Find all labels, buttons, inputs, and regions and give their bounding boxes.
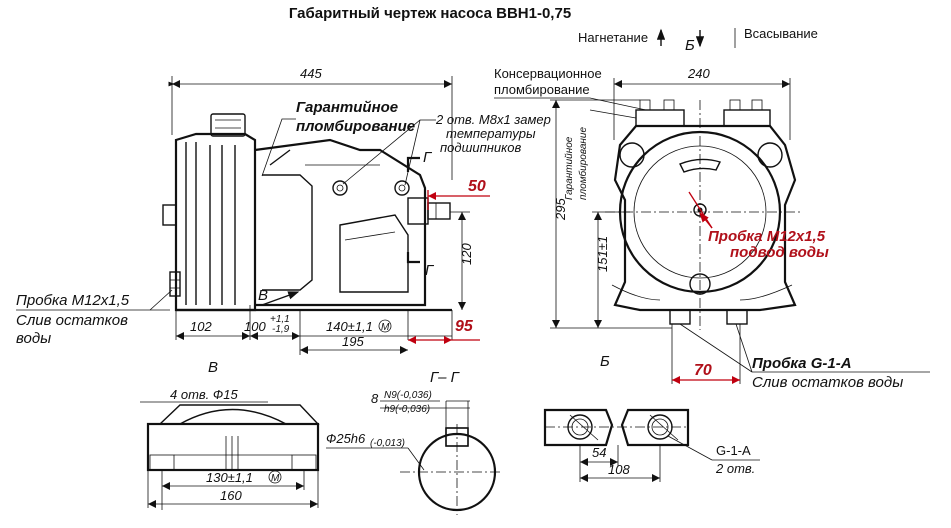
- dim-100-lower-tol: -1,9: [272, 324, 290, 335]
- holes-note-line1: 2 отв. М8х1 замер: [435, 112, 551, 127]
- dim-102: 102: [190, 319, 212, 334]
- holes-note-line2: температуры: [446, 126, 536, 141]
- shaft-dim: Ф25h6: [326, 431, 366, 446]
- view-b-label: Б: [600, 353, 610, 370]
- warranty-seal-line1: Гарантийное: [296, 99, 398, 116]
- dim-130: 130±1,1: [206, 470, 253, 485]
- conservation-seal-line1: Консервационное: [494, 66, 602, 81]
- view-v-holes: 4 отв. Ф15: [170, 387, 238, 402]
- dim-160: 160: [220, 488, 242, 503]
- dim-8: 8: [371, 391, 379, 406]
- plug-left-line1: Пробка М12х1,5: [16, 292, 130, 309]
- dim-445: 445: [300, 66, 322, 81]
- view-v-label: В: [208, 359, 218, 376]
- conservation-seal-line2: пломбирование: [494, 82, 590, 97]
- warranty-seal-line2: пломбирование: [296, 118, 415, 135]
- plug-left-line2: Слив остатков: [16, 312, 128, 329]
- tol-n9: N9(-0,036): [384, 390, 432, 401]
- dim-70: 70: [694, 362, 712, 379]
- holes-note-line3: подшипников: [440, 140, 521, 155]
- suction-label: Всасывание: [744, 26, 818, 41]
- plug-left-line3: воды: [16, 330, 51, 347]
- dim-108: 108: [608, 462, 630, 477]
- section-mark-g-bottom: Г: [425, 262, 435, 279]
- drawing-title: Габаритный чертеж насоса ВВН1-0,75: [289, 5, 571, 22]
- dim-295: 295: [553, 198, 568, 221]
- main-view: 445 Гаран: [16, 66, 551, 355]
- dim-240: 240: [687, 66, 710, 81]
- dim-100: 100: [244, 319, 266, 334]
- dim-100-upper-tol: +1,1: [270, 314, 290, 325]
- view-v-mark: В: [258, 287, 268, 304]
- view-b-flow-mark: Б: [685, 37, 695, 54]
- dim-151: 151±1: [595, 236, 610, 272]
- m-mark-main: М: [381, 322, 390, 333]
- flange-view: 54 108 G-1-A 2 отв.: [543, 408, 760, 482]
- dim-54: 54: [592, 445, 606, 460]
- side-view: Консервационное пломбирование 240: [494, 66, 930, 391]
- plug-center-line1: Пробка М12х1,5: [708, 228, 826, 245]
- section-mark-g-top: Г: [423, 149, 433, 166]
- tol-h9: h9(-0,036): [384, 404, 430, 415]
- flange-holes: 2 отв.: [715, 461, 755, 476]
- dim-50: 50: [468, 178, 486, 195]
- plug-bottom-line2: Слив остатков воды: [752, 374, 903, 391]
- section-g-g: Г– Г 8 N9(-0,036) h9(-0,036) Ф25h6 (-0,0…: [326, 369, 500, 515]
- flange-thread: G-1-A: [716, 443, 751, 458]
- dim-140: 140±1,1: [326, 319, 373, 334]
- m-mark-base: М: [271, 473, 280, 484]
- plug-center-line2: подвод воды: [730, 244, 829, 261]
- dim-120: 120: [459, 243, 474, 265]
- discharge-label: Нагнетание: [578, 30, 648, 45]
- dim-195: 195: [342, 334, 364, 349]
- view-v: В 4 отв. Ф15 130±1,1 М 160: [140, 359, 320, 510]
- warranty-vertical-line1: Гарантийное: [564, 136, 575, 200]
- shaft-tol: (-0,013): [370, 438, 405, 449]
- section-gg-label: Г– Г: [430, 369, 461, 386]
- dim-95: 95: [455, 318, 474, 335]
- warranty-vertical-line2: пломбирование: [577, 127, 589, 200]
- plug-bottom-line1: Пробка G-1-A: [752, 355, 852, 372]
